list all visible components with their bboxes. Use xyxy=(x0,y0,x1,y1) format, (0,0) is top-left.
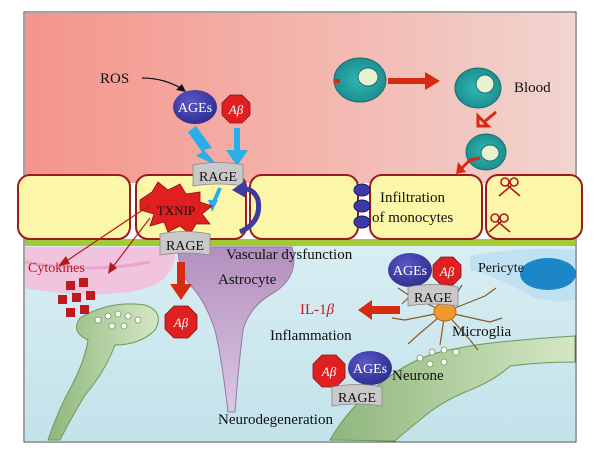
curved-arrow xyxy=(238,185,262,235)
endothelial-cell xyxy=(17,174,131,240)
pericyte-label: Pericyte xyxy=(478,261,524,276)
monocyte-cell xyxy=(333,57,387,103)
infiltration-label-line2: of monocytes xyxy=(372,210,453,226)
left-neuron xyxy=(47,303,159,441)
scissor-icon xyxy=(488,177,521,233)
cytokine-particles xyxy=(58,278,95,317)
monocyte-cell xyxy=(465,133,507,171)
tight-junctions xyxy=(353,183,371,229)
rage-label-bottom: RAGE xyxy=(166,239,204,254)
abeta-molecule-mid xyxy=(432,256,462,286)
endothelial-cell xyxy=(485,174,583,240)
infiltration-label-line1: Infiltration xyxy=(380,190,445,206)
txnip-to-cytokines-lines xyxy=(64,204,151,269)
basement-membrane xyxy=(25,239,575,246)
txnip-label: TXNIP xyxy=(157,203,195,218)
rage-receptor-bottom xyxy=(159,231,211,256)
endothelial-cell xyxy=(369,174,483,240)
abeta-label-top: Aβ xyxy=(228,102,244,117)
ages-label-top: AGEs xyxy=(178,101,212,116)
abeta-label-mid: Aβ xyxy=(439,264,455,279)
inflammation-label: Inflammation xyxy=(270,328,352,344)
blue-arrow xyxy=(188,126,248,166)
ages-molecule-top xyxy=(173,90,217,124)
neurodegeneration-label: Neurodegeneration xyxy=(218,412,333,428)
monocyte-arrows xyxy=(334,72,497,174)
ros-label: ROS xyxy=(100,71,129,87)
abeta-molecule-top xyxy=(221,94,251,124)
ages-molecule-low xyxy=(348,351,392,385)
abeta-label-low: Aβ xyxy=(321,364,337,379)
ages-label-low: AGEs xyxy=(353,362,387,377)
txnip-starburst xyxy=(139,181,213,235)
endothelial-cell xyxy=(249,174,359,240)
ages-label-mid: AGEs xyxy=(393,264,427,279)
il1b-arrow xyxy=(358,300,400,320)
astrocyte-label: Astrocyte xyxy=(218,272,277,288)
red-arrow-down xyxy=(170,262,192,300)
il1b-label: IL-1β xyxy=(300,302,335,318)
endothelial-layer xyxy=(17,174,583,240)
monocyte-cell xyxy=(454,67,502,109)
cytokine-cell xyxy=(25,247,176,295)
rage-label-top: RAGE xyxy=(199,170,237,185)
vascular-dysfunction-label: Vascular dysfunction xyxy=(226,247,353,263)
neurone-label: Neurone xyxy=(392,368,444,384)
abeta-molecule-astro xyxy=(164,305,198,339)
rage-receptor-low xyxy=(331,384,383,407)
neurone-cell xyxy=(329,335,576,442)
microglia-label: Microglia xyxy=(452,324,511,340)
rage-receptor-mid xyxy=(407,284,459,307)
ages-molecule-mid xyxy=(388,253,432,287)
abeta-label-astro: Aβ xyxy=(173,315,189,330)
rage-label-low: RAGE xyxy=(338,391,376,406)
cytokines-label: Cytokines xyxy=(28,261,85,276)
pericyte-nucleus xyxy=(520,258,576,290)
blood-label: Blood xyxy=(514,80,551,96)
rage-label-mid: RAGE xyxy=(414,291,452,306)
